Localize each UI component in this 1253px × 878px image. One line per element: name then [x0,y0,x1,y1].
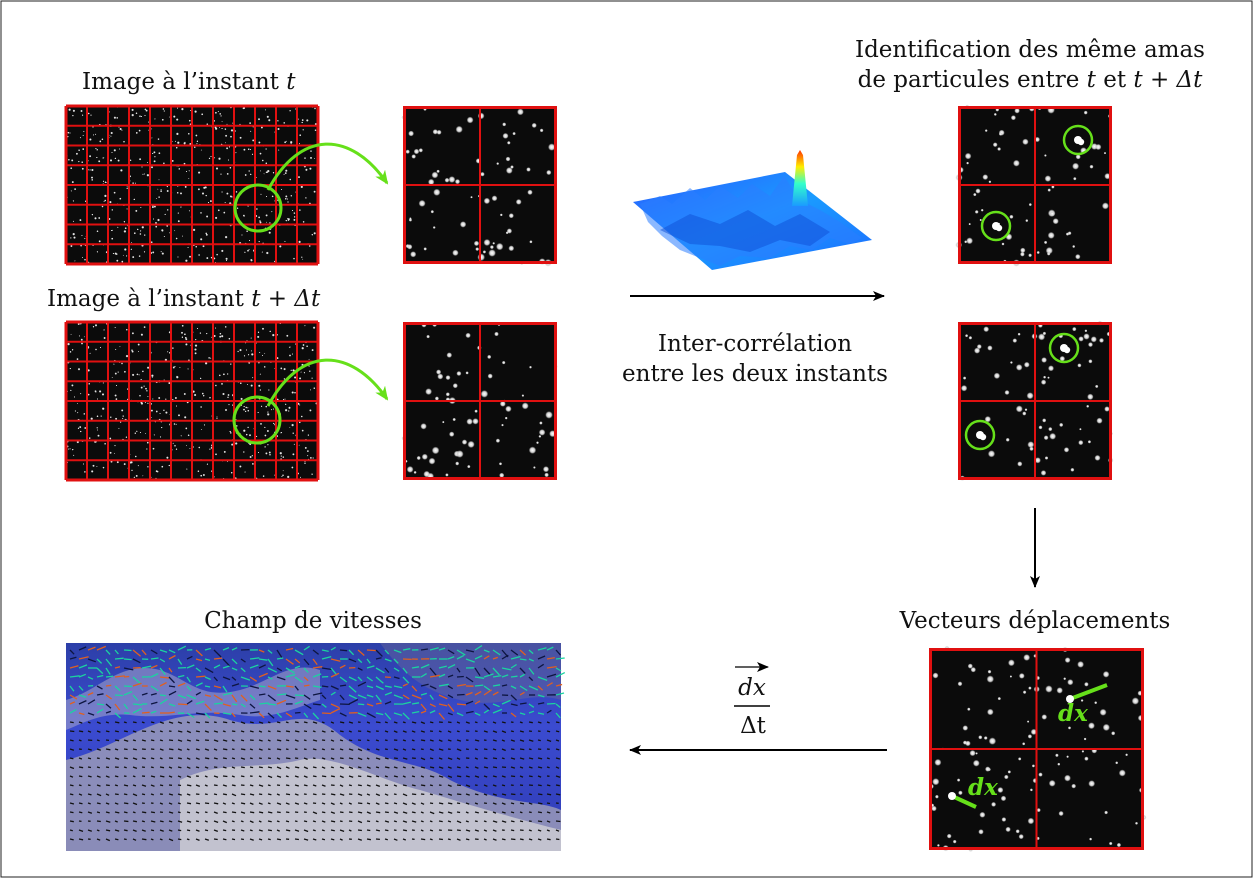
identification-window-tdt [958,320,1114,481]
velocity-field [66,643,566,851]
label-intercorr-line1: Inter-corrélation [657,331,853,357]
identification-line2-prefix: de particules entre [857,67,1080,93]
label-image-t-var: t [286,69,296,95]
identification-line2-mid: et [1103,67,1127,93]
zoom-arrow-tdt [266,358,389,407]
label-intercorrelation: Inter-corrélation entre les deux instant… [620,329,890,389]
label-identification-line1: Identification des même amas [855,37,1205,63]
vector-label-1: dx [1058,700,1088,727]
image-t-grid [64,104,320,266]
label-image-tdt-prefix: Image à l’instant [47,286,244,312]
label-intercorr-line2: entre les deux instants [622,361,888,387]
label-image-t: Image à l’instant t [82,67,296,97]
selection-circle-t [233,183,283,233]
formula-denominator: Δt [740,713,766,739]
vector-label-2: dx [968,774,998,801]
identification-window-t [955,104,1112,267]
label-identification-line2: de particules entre t et t + Δt [830,65,1230,95]
label-champ: Champ de vitesses [204,608,422,634]
correlation-peak [792,150,808,206]
zoom-arrow-t [266,142,389,191]
image-tdt-grid [64,320,320,482]
label-identification: Identification des même amas de particul… [830,35,1230,95]
label-vecteurs: Vecteurs déplacements [899,608,1171,634]
zoom-window-tdt [401,322,558,480]
selection-circle-tdt [232,395,282,445]
correlation-surface [633,150,872,270]
label-image-t-prefix: Image à l’instant [82,69,279,95]
label-image-tdt: Image à l’instant t + Δt [47,284,320,314]
formula-numerator: dx [738,675,766,701]
identification-line2-tdt: t + Δt [1133,67,1203,93]
identification-line2-t: t [1086,67,1096,93]
label-image-tdt-var: t + Δt [251,286,321,312]
displacement-vector-window [928,645,1147,852]
zoom-window-t [401,106,557,267]
